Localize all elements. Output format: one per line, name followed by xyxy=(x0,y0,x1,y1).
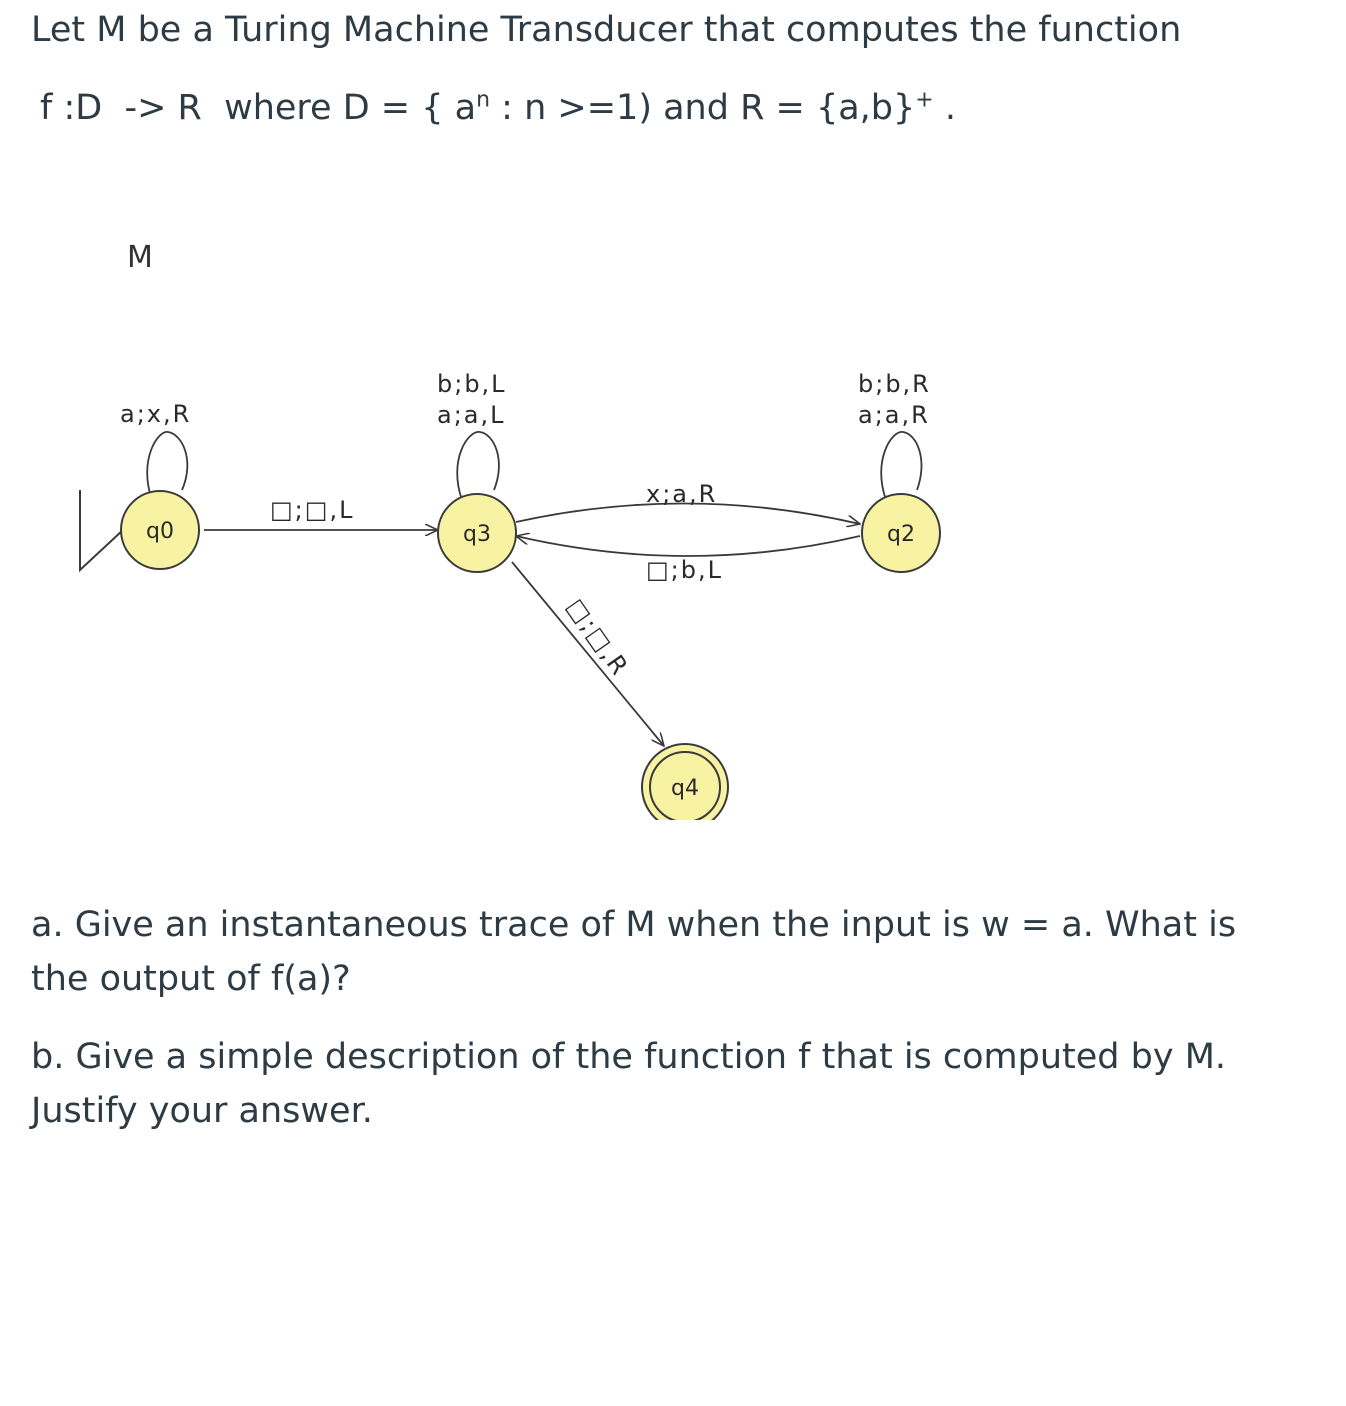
line2-part-3: . xyxy=(933,88,956,128)
state-q0 xyxy=(120,490,200,570)
q3-loop-label-1: b;b,L xyxy=(437,370,507,398)
state-q3 xyxy=(437,493,517,573)
q3-to-q2-label: x;a,R xyxy=(646,480,717,508)
question-b: b. Give a simple description of the func… xyxy=(31,1037,1227,1131)
q3-to-q2-arrow xyxy=(515,502,860,524)
q2-loop-arrow xyxy=(880,431,923,500)
line2-part-1: f :D -> R where D = { a xyxy=(40,88,477,128)
q2-loop-label-1: b;b,R xyxy=(858,370,931,398)
q2-to-q3-label: □;b,L xyxy=(646,556,723,584)
q3-to-q4-label: □;□,R xyxy=(561,593,634,681)
line2-part-2: : n >=1) and R = {a,b} xyxy=(490,88,916,128)
state-q4 xyxy=(649,751,721,820)
q2-to-q3-arrow xyxy=(516,536,861,557)
q3-loop-label-2: a;a,L xyxy=(437,401,506,429)
superscript-n: n xyxy=(476,87,491,113)
superscript-plus: + xyxy=(915,87,934,113)
q3-to-q4-arrow xyxy=(511,561,664,746)
state-q0-label: q0 xyxy=(146,519,174,544)
state-q3-label: q3 xyxy=(463,522,491,547)
state-q2-label: q2 xyxy=(887,522,915,547)
question-a: a. Give an instantaneous trace of M when… xyxy=(31,905,1237,999)
state-q4-label: q4 xyxy=(671,776,699,801)
start-arrow xyxy=(79,490,124,573)
q0-loop-label: a;x,R xyxy=(120,400,191,428)
q0-to-q3-label: □;□,L xyxy=(270,496,354,524)
q0-loop-arrow xyxy=(146,431,189,500)
machine-name: M xyxy=(127,240,153,275)
q2-loop-label-2: a;a,R xyxy=(858,401,930,429)
state-q2 xyxy=(861,493,941,573)
intro-line-2: f :D -> R where D = { an : n >=1) and R … xyxy=(40,88,956,128)
turing-machine-diagram: a;x,R □;□,L b;b,L a;a,L x;a,R □;b,L b;b,… xyxy=(79,370,941,820)
q3-loop-arrow xyxy=(456,431,500,500)
intro-line-1: Let M be a Turing Machine Transducer tha… xyxy=(31,10,1182,50)
